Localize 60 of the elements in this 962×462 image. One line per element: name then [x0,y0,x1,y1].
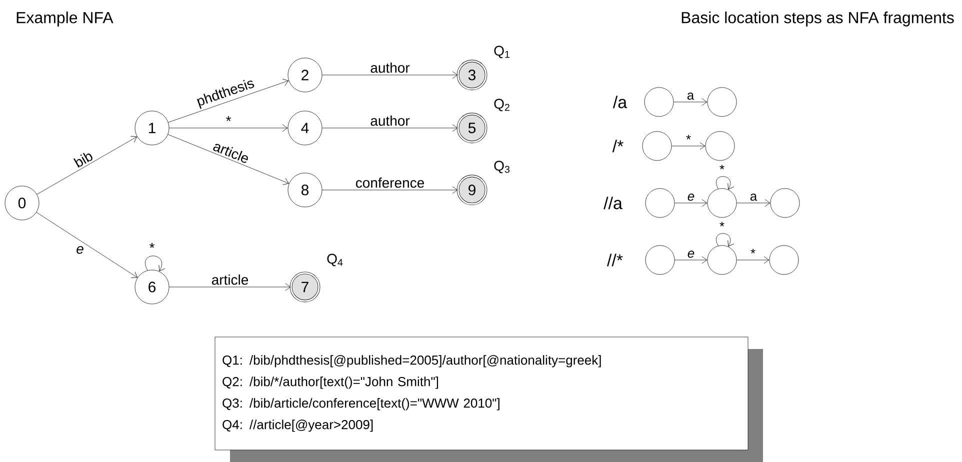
step-label: //a [604,196,622,210]
arrow [736,199,770,207]
state-circle [769,245,799,275]
step-label: /* [612,140,624,152]
query-label: Q$_{4}$ [327,254,343,266]
arrow [322,124,458,132]
edge-label: conference [356,178,424,188]
edge-label: * [720,222,724,226]
arrow [322,186,458,194]
query-label: Q$_{2}$ [494,98,510,112]
heading: Example NFA [16,12,114,26]
arrow [36,212,138,278]
query-label: Q$_{1}$ [494,46,510,58]
edge-label: * [226,116,232,122]
step-label: //* [606,254,623,266]
state-circle [645,245,675,275]
arrow [674,199,708,207]
state-circle [707,87,737,117]
edge-label: a [687,92,694,100]
state-circle [707,188,737,218]
state-circle [645,188,675,218]
accepting-state: 9 [456,174,488,206]
edge-label: bib [74,152,92,168]
edge-label: * [150,242,155,248]
arrow [169,283,291,291]
arrow [674,98,708,106]
arrow [168,134,289,185]
heading: Basic location steps as NFA fragments [682,12,954,26]
arrow [672,142,706,150]
arrow [168,78,289,123]
loop-arrow [145,256,166,272]
state-circle [707,245,737,275]
loop-arrow [716,176,734,190]
edge-label: * [750,248,756,254]
edge-label: author [370,62,410,73]
state-circle [644,87,674,117]
step-label: /a [612,96,628,108]
edge-label: * [720,164,724,170]
query-label: Q$_{3}$ [494,160,510,174]
arrow [36,136,137,195]
edge-label: a [750,194,758,201]
edge-label: * [686,134,691,140]
state-circle [642,131,672,161]
edge-label: e [76,246,84,254]
edge-label: article [213,144,248,163]
accepting-state: 7 [290,272,320,302]
arrow [674,256,708,264]
query-box: Q1: /bib/phdthesis[@published=2005]/author[@nationality=greek] Q2: /bib/*/author[text()="John Smith"] Q3: /bib/article/conference[text()="WWW 2010"] Q4: //article[@year>2009] [214,336,748,450]
state-circle [705,131,735,161]
edge-label: e [688,250,694,258]
accepting-state: 5 [456,112,488,144]
loop-arrow [716,233,734,247]
accepting-state: 3 [456,60,488,90]
arrow [169,124,288,132]
arrow [322,71,458,79]
edge-label: e [688,194,694,201]
state-circle [770,188,800,218]
arrow [736,256,770,264]
edge-label: article [212,274,248,285]
edge-label: author [370,116,410,126]
